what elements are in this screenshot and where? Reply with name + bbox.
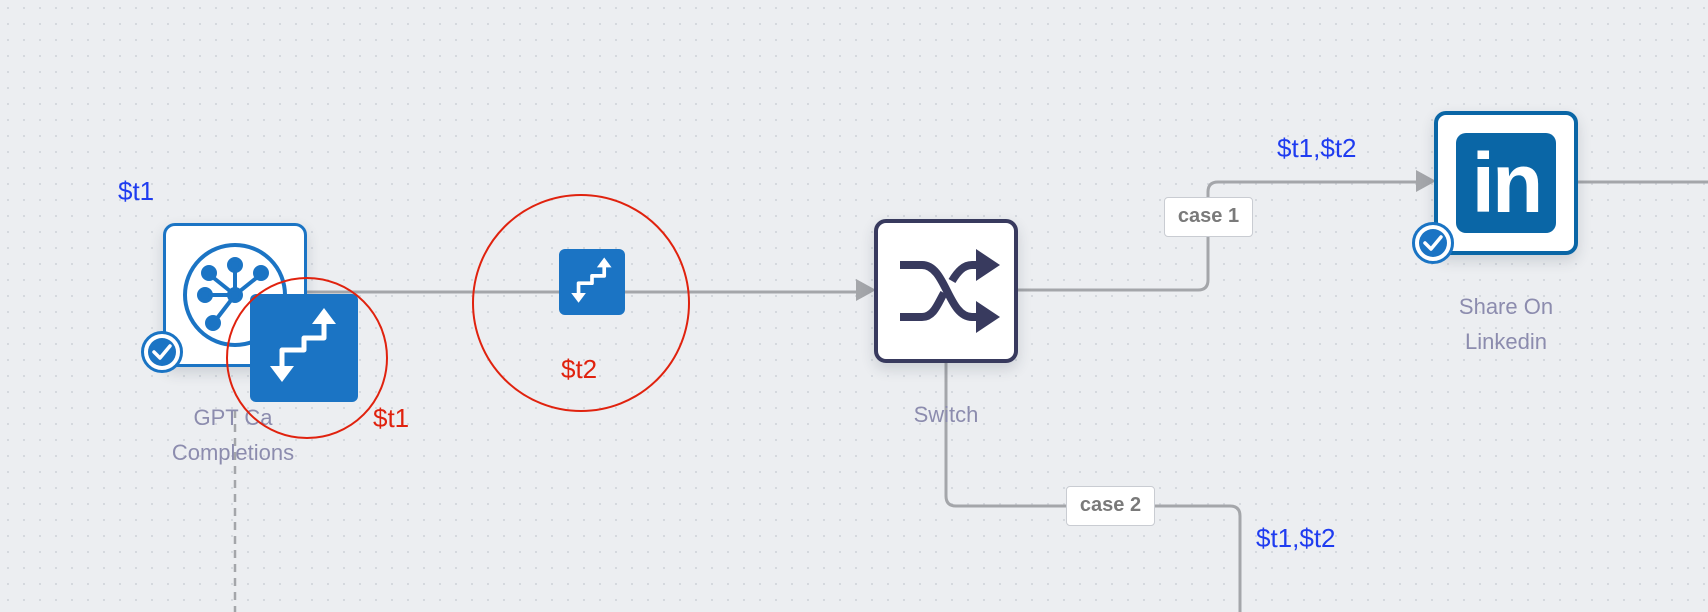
transform-step-1-highlight-ring [226,277,388,439]
linkedin-logo-text: in [1471,136,1544,230]
switch-node[interactable] [874,219,1018,363]
route-arrows-icon [571,257,612,303]
linkedin-input-variable: $t1,$t2 [1277,133,1357,163]
edge-arrowhead-linkedin [1416,170,1436,192]
linkedin-status-check-icon [1412,222,1454,264]
transform-step-2-output-variable: $t2 [561,354,598,384]
gpt-status-check-icon [141,331,183,373]
linkedin-node-label: Share On Linkedin [1458,294,1554,354]
case-2-label[interactable]: case 2 [1066,486,1155,526]
shuffle-icon [900,249,1000,333]
gpt-node-label: GPT Ca Completions [171,405,295,465]
gpt-input-variable: $t1 [118,176,155,206]
linkedin-node[interactable]: in [1434,111,1578,255]
edge-arrowhead-switch [856,279,876,301]
case-1-label[interactable]: case 1 [1164,197,1253,237]
transform-step-1-output-variable: $t1 [373,403,410,433]
transform-step-2-button[interactable] [559,249,625,315]
openai-network-icon [183,243,287,347]
transform-step-2-highlight-ring [472,194,690,412]
case-2-output-variable: $t1,$t2 [1256,523,1336,553]
linkedin-icon: in [1456,133,1556,233]
switch-node-label: Switch [913,402,979,427]
transform-step-1-button[interactable] [250,294,358,402]
route-arrows-icon [270,308,336,382]
